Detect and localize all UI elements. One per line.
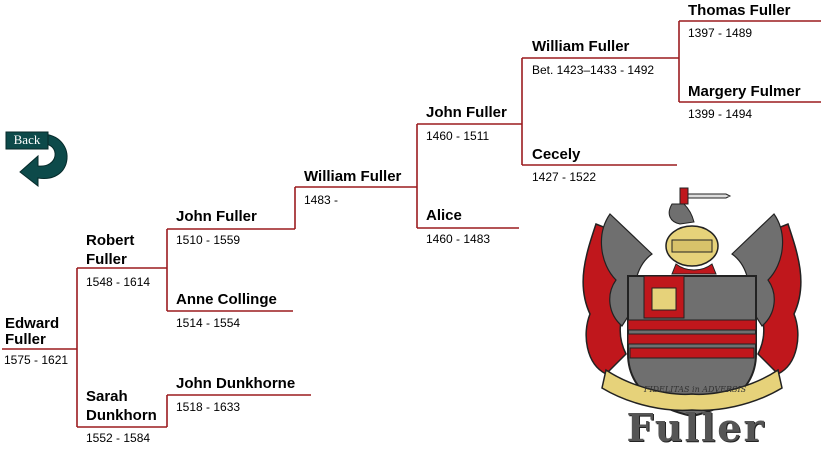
person-name: John Dunkhorne [176,375,296,392]
person-name: Edward [5,315,60,332]
person-dates: 1548 - 1614 [86,275,151,289]
person-dates: 1399 - 1494 [688,107,753,121]
person-name: Anne Collinge [176,291,277,308]
coat-of-arms-icon [582,187,802,418]
person-name: William Fuller [304,168,402,185]
crest-motto: FIDELITAS in ADVERSIS [643,385,747,394]
person-name: Robert [86,232,135,249]
person-dates: 1575 - 1621 [4,353,69,367]
person-dates: 1514 - 1554 [176,316,241,330]
back-label: Back [13,132,41,147]
person-name: Fuller [5,331,46,348]
person-dates: 1510 - 1559 [176,233,241,247]
person-name: John Fuller [426,104,507,121]
crest-surname: Fuller [626,405,766,450]
person-name: Dunkhorn [86,407,157,424]
person-name: Alice [426,207,462,224]
person-dates: 1460 - 1483 [426,232,491,246]
back-arrow-icon [5,131,68,188]
person-name: Fuller [86,251,127,268]
person-name: Cecely [532,146,581,163]
person-dates: 1518 - 1633 [176,400,241,414]
person-name: John Fuller [176,208,257,225]
person-dates: 1483 - [304,193,339,207]
person-dates: 1552 - 1584 [86,431,151,445]
person-name: Margery Fulmer [688,83,801,100]
person-dates: 1427 - 1522 [532,170,597,184]
person-name: Thomas Fuller [688,2,791,19]
person-dates: 1460 - 1511 [426,129,490,143]
person-dates: 1397 - 1489 [688,26,753,40]
person-name: William Fuller [532,38,630,55]
back-button[interactable]: Back [0,126,72,192]
person-dates: Bet. 1423–1433 - 1492 [532,63,655,77]
person-name: Sarah [86,388,128,405]
